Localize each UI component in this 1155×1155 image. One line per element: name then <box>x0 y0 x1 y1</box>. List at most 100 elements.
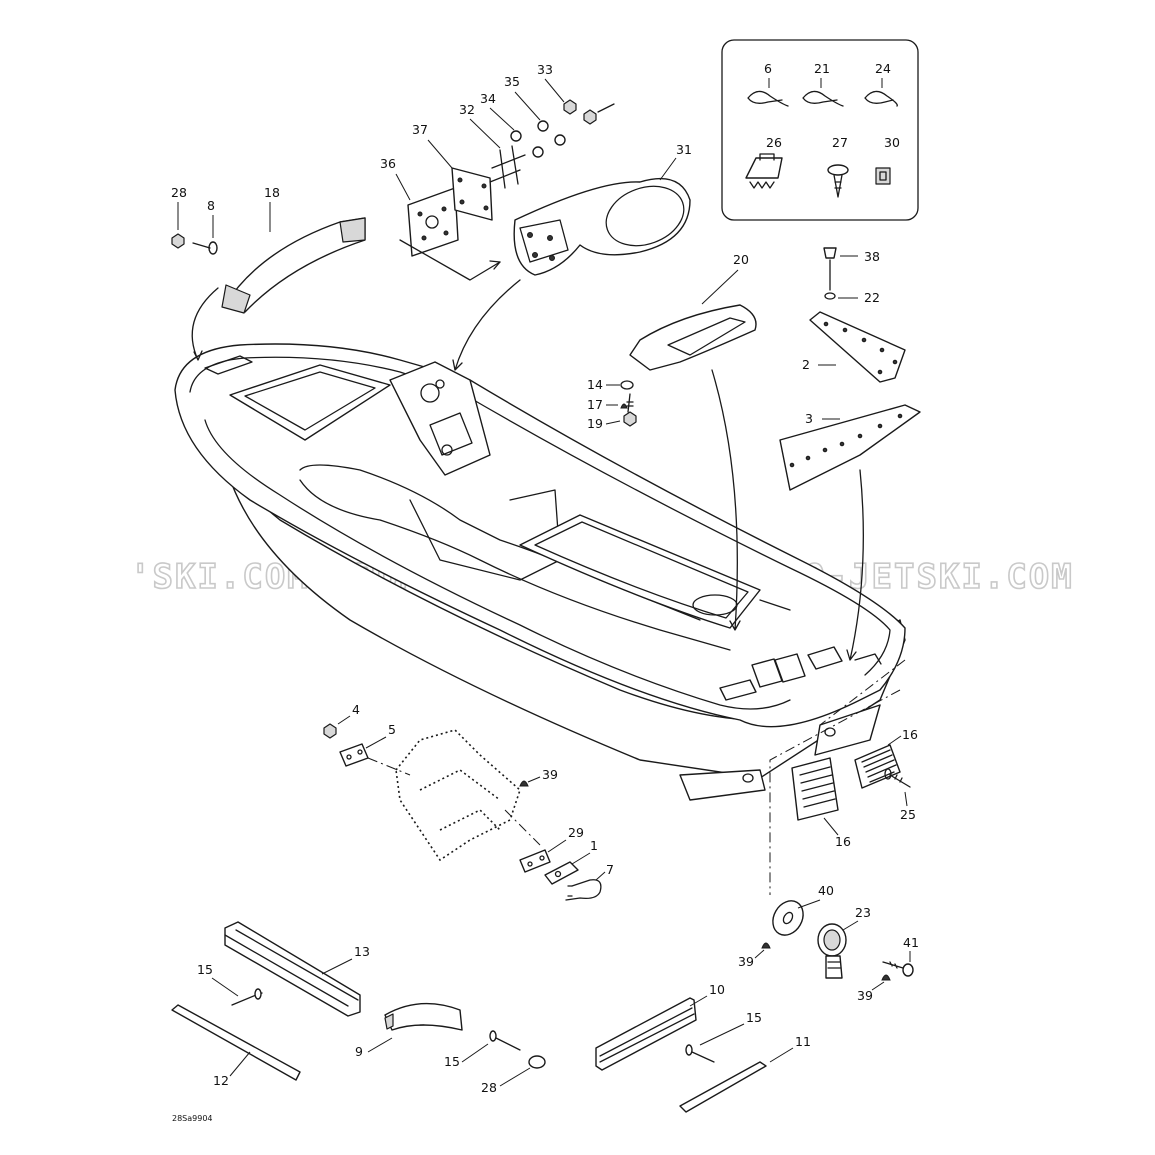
cable-tie-6 <box>747 90 789 107</box>
centerline-drain <box>769 689 901 895</box>
clamp-1 <box>544 861 579 885</box>
bumper-9 <box>384 1002 463 1031</box>
arrow-mirror-plate <box>489 260 501 270</box>
callout-11: 11 <box>795 1034 811 1049</box>
callout-39-left: 39 <box>738 954 754 969</box>
bracket-37 <box>451 167 493 221</box>
nut-17 <box>620 403 628 409</box>
callout-12: 12 <box>213 1073 229 1088</box>
callout-24: 24 <box>875 61 891 76</box>
nut-28-front <box>171 233 185 249</box>
callout-7: 7 <box>606 862 614 877</box>
rail-10 <box>595 997 697 1071</box>
nut-4 <box>323 723 337 739</box>
backing-plate-36 <box>407 187 459 257</box>
callout-8: 8 <box>207 198 215 213</box>
screw-25 <box>884 768 911 788</box>
grille-16-right <box>854 744 901 789</box>
drawing-code: 28Sa9904 <box>172 1114 213 1123</box>
callout-15-center: 15 <box>444 1054 460 1069</box>
arrow-mirror-to-hull <box>452 279 521 371</box>
washer-14 <box>620 380 634 390</box>
screw-19 <box>623 393 637 427</box>
arrow-pads-to-hull <box>846 469 864 661</box>
callout-40: 40 <box>818 883 834 898</box>
callout-41: 41 <box>903 935 919 950</box>
rivet-15-left <box>231 988 263 1006</box>
callout-39-right: 39 <box>857 988 873 1003</box>
callout-21: 21 <box>814 61 830 76</box>
callout-38: 38 <box>864 249 880 264</box>
callout-15-left: 15 <box>197 962 213 977</box>
handle-18 <box>221 217 366 314</box>
plate-29 <box>519 849 551 873</box>
centerline-stern <box>819 659 906 726</box>
callout-10: 10 <box>709 982 725 997</box>
rivet-15-center <box>489 1030 521 1051</box>
callout-13: 13 <box>354 944 370 959</box>
callout-39-bracket: 39 <box>542 767 558 782</box>
cap-38 <box>823 247 837 259</box>
hull-body <box>174 343 906 801</box>
leader-deck <box>759 599 791 611</box>
callout-36: 36 <box>380 156 396 171</box>
clip-26 <box>745 153 783 189</box>
callout-31: 31 <box>676 142 692 157</box>
callout-17: 17 <box>587 397 603 412</box>
callout-23: 23 <box>855 905 871 920</box>
nut-30 <box>875 167 891 185</box>
callout-27: 27 <box>832 135 848 150</box>
callout-9: 9 <box>355 1044 363 1059</box>
callout-6: 6 <box>764 61 772 76</box>
callout-34: 34 <box>480 91 496 106</box>
callout-33: 33 <box>537 62 553 77</box>
callout-3: 3 <box>805 411 813 426</box>
callout-29: 29 <box>568 825 584 840</box>
grille-16-left <box>791 757 839 821</box>
pad-3 <box>779 404 921 491</box>
arrow-cushion-to-hull <box>711 369 741 631</box>
callout-26: 26 <box>766 135 782 150</box>
cable-tie-21 <box>802 90 844 107</box>
callout-22: 22 <box>864 290 880 305</box>
rail-13 <box>224 921 361 1017</box>
callout-4: 4 <box>352 702 360 717</box>
screw-27 <box>827 164 849 198</box>
callout-19: 19 <box>587 416 603 431</box>
callout-32: 32 <box>459 102 475 117</box>
plate-5 <box>339 743 369 767</box>
hardware-inset-box: 6 21 24 26 27 30 <box>721 39 919 221</box>
strip-12 <box>171 1004 301 1081</box>
u-bolt-7 <box>565 879 602 901</box>
callout-16-right: 16 <box>902 727 918 742</box>
callout-28-bottom: 28 <box>481 1080 497 1095</box>
arrow-handle-to-hull <box>191 287 219 361</box>
callout-18: 18 <box>264 185 280 200</box>
callout-25: 25 <box>900 807 916 822</box>
rivet-15-right <box>685 1044 715 1063</box>
callout-1: 1 <box>590 838 598 853</box>
callout-35: 35 <box>504 74 520 89</box>
drain-plug-23 <box>817 923 847 979</box>
callout-2: 2 <box>802 357 810 372</box>
ring-40 <box>772 900 804 936</box>
mirror-31 <box>513 177 691 276</box>
bolt-8 <box>192 241 218 255</box>
nut-39-left <box>761 942 771 949</box>
cushion-20 <box>629 304 757 371</box>
cap-28-bottom <box>528 1055 546 1069</box>
strip-11 <box>679 1061 767 1113</box>
callout-16-left: 16 <box>835 834 851 849</box>
callout-5: 5 <box>388 722 396 737</box>
leader-mirror-plate <box>399 239 501 281</box>
mirror-hardware-32-35 <box>489 99 615 189</box>
callout-28-front: 28 <box>171 185 187 200</box>
callout-14: 14 <box>587 377 603 392</box>
callout-30: 30 <box>884 135 900 150</box>
nut-39-bracket <box>519 780 529 787</box>
pad-2 <box>809 311 906 383</box>
callout-15-right: 15 <box>746 1010 762 1025</box>
cable-tie-24 <box>864 90 898 107</box>
callout-20: 20 <box>733 252 749 267</box>
